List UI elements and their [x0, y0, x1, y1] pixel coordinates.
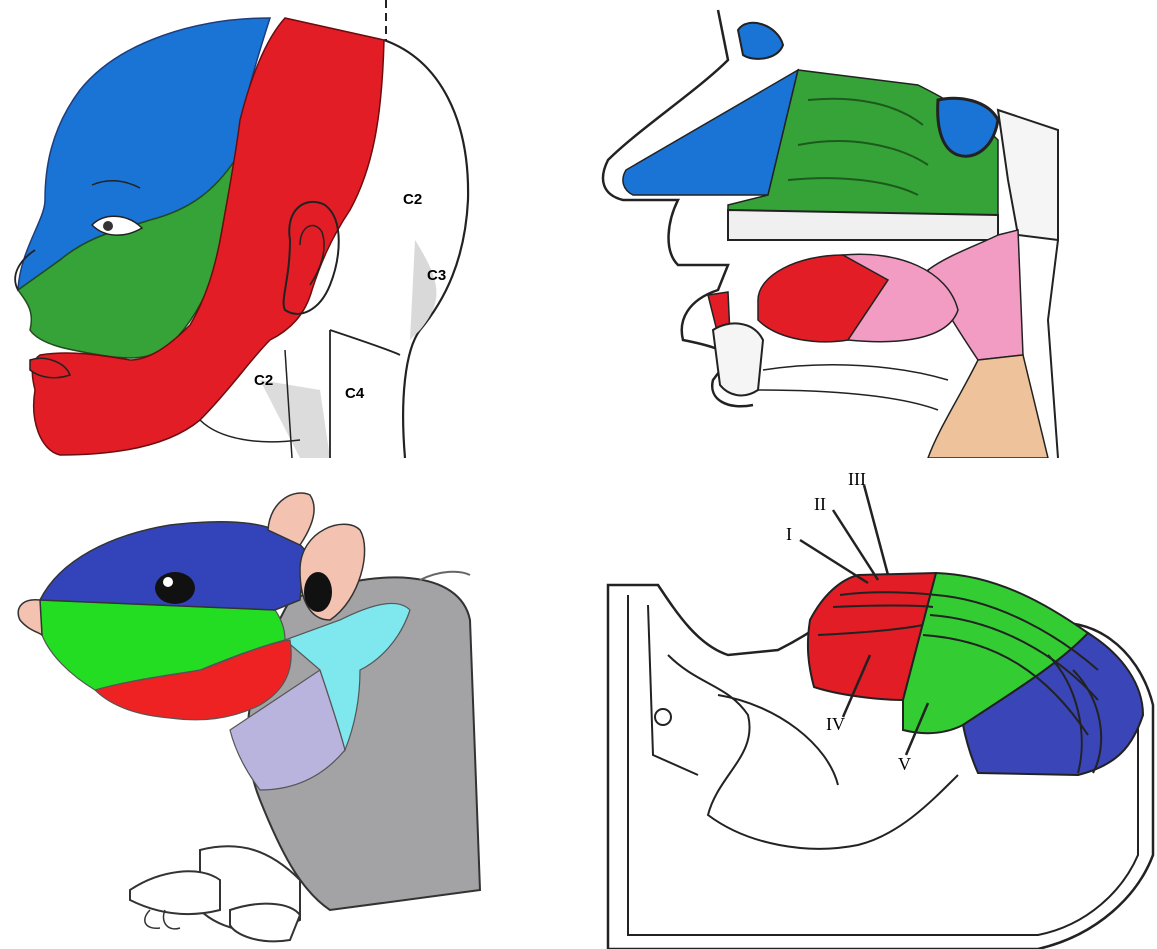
dermatome-label-c4: C4 [345, 385, 365, 402]
brainstem-contour [718, 695, 838, 785]
eye-pupil [103, 221, 113, 231]
lamina-label-iv: IV [826, 714, 845, 734]
sphenoid-bone [998, 110, 1058, 240]
ganglion-section-panel: III II I IV V [578, 455, 1157, 949]
rat-front-paw [130, 871, 220, 914]
rat-head-panel [0, 470, 578, 949]
neck-line [330, 330, 400, 355]
rat-nose [18, 600, 42, 635]
pointer-line-ii [833, 510, 878, 580]
muscle-line [763, 365, 948, 380]
dermatome-label-c2-upper: C2 [403, 191, 422, 208]
lamina-label-i: I [786, 524, 792, 544]
rat-ear-shadow [304, 572, 332, 612]
dermatome-label-c2-lower: C2 [254, 372, 273, 389]
rat-eye [155, 572, 195, 604]
nasal-oral-sagittal-panel [578, 0, 1157, 458]
pointer-line-iii [864, 485, 888, 575]
nasal-sagittal-figure [578, 0, 1157, 458]
back-of-head-outline [384, 40, 468, 458]
lamina-label-ii: II [814, 494, 826, 514]
rat-figure [0, 470, 578, 949]
posterior-pharynx-outline [1048, 240, 1058, 458]
mandible [713, 323, 763, 395]
human-head-figure: C2 C3 C2 C4 [0, 0, 578, 458]
lamina-label-v: V [898, 754, 911, 774]
rat-eye-highlight [163, 577, 173, 587]
pharynx-tan-region [928, 355, 1048, 458]
neck-hatch-region [410, 240, 436, 340]
frontal-sinus [738, 23, 783, 59]
human-head-dermatome-panel: C2 C3 C2 C4 [0, 0, 578, 458]
muscle-line [758, 390, 938, 410]
ganglion-figure: III II I IV V [578, 455, 1157, 949]
hard-palate [728, 210, 998, 240]
dermatome-label-c3: C3 [427, 267, 446, 284]
small-circle-structure [655, 709, 671, 725]
neck-hatch-region [260, 380, 330, 458]
rat-front-paw [230, 904, 300, 942]
rat-back-line [420, 572, 470, 580]
lamina-label-iii: III [848, 469, 866, 489]
